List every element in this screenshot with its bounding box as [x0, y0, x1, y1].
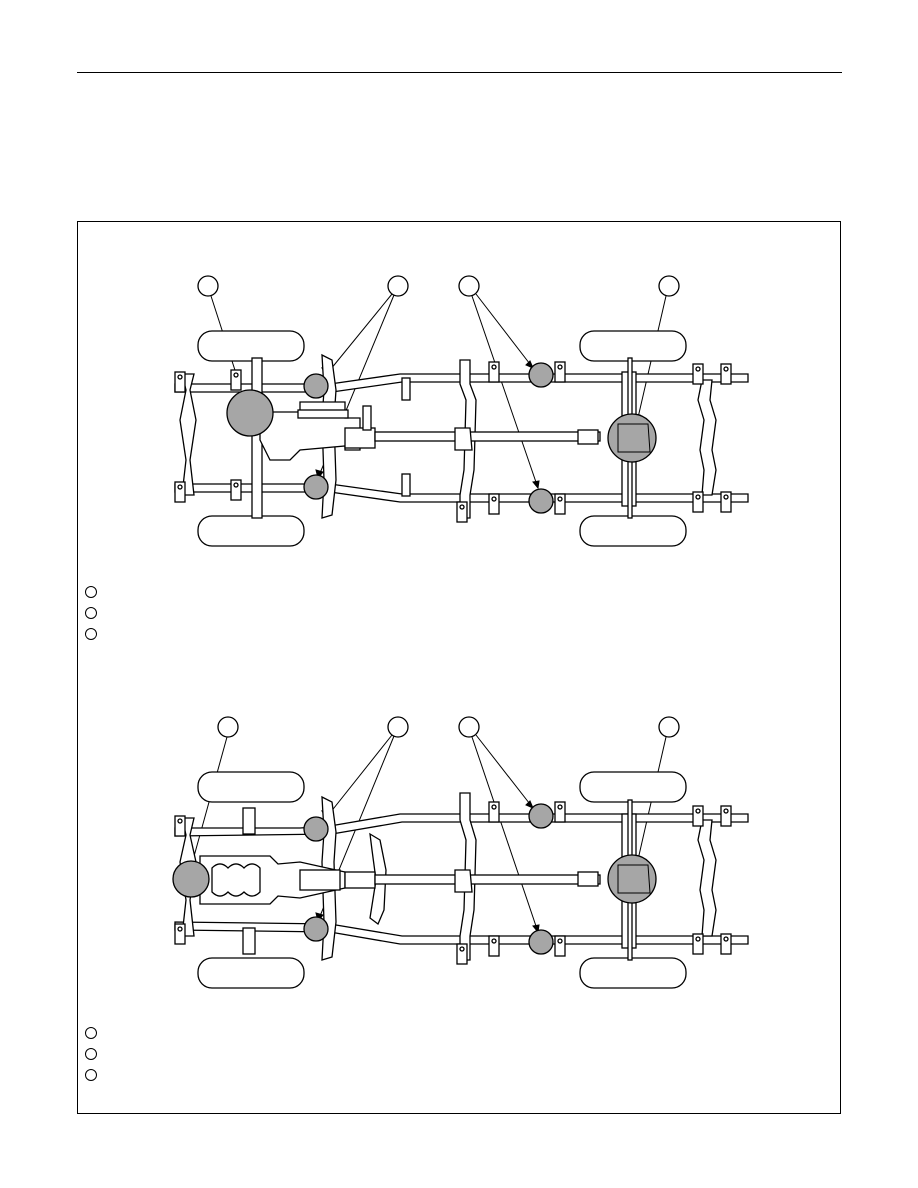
- diagram-1-highlights: [226, 362, 657, 514]
- diagram-2-callouts: [217, 716, 680, 738]
- diagram-1-4wd: [174, 275, 749, 547]
- legend-1: [85, 586, 97, 640]
- diagram-2-2wd: [172, 716, 749, 989]
- diagram-1-callouts: [197, 275, 680, 297]
- diagram-2-drivetrain: [199, 855, 601, 905]
- diagram-1-drivetrain: [251, 357, 601, 519]
- legend-2: [85, 1027, 97, 1081]
- diagram-2-highlights: [172, 803, 657, 955]
- figure-frame: [77, 221, 841, 1114]
- header-rule: [77, 72, 842, 73]
